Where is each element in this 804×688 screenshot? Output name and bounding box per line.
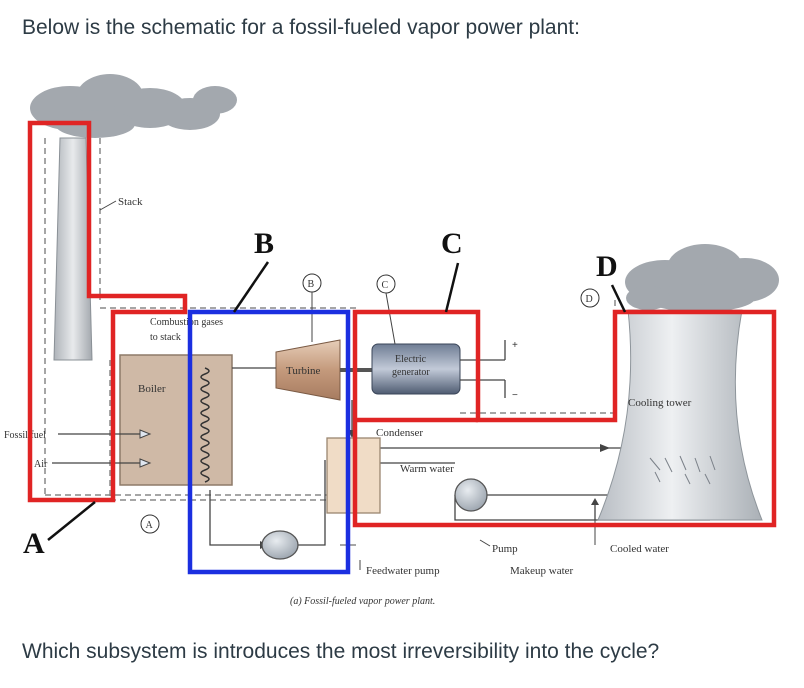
cooling-tower-spray <box>649 455 716 485</box>
svg-text:C: C <box>382 280 389 291</box>
electric-generator-label-1: Electric <box>395 354 427 365</box>
cooled-water-label: Cooled water <box>610 543 669 555</box>
combustion-gases-label-2: to stack <box>150 332 181 343</box>
svg-text:−: − <box>512 390 518 401</box>
subsystem-label-B: B <box>254 227 274 260</box>
turbine <box>275 339 341 401</box>
marker-B: B <box>302 273 322 342</box>
stack-smoke <box>30 74 237 138</box>
marker-D: D <box>580 288 600 308</box>
question-intro: Below is the schematic for a fossil-fuel… <box>22 16 580 39</box>
subsystem-label-D: D <box>596 250 618 283</box>
combustion-gases-label-1: Combustion gases <box>150 317 223 328</box>
figure-caption: (a) Fossil-fueled vapor power plant. <box>290 596 435 607</box>
boiler-coil <box>200 367 210 483</box>
cooling-pump <box>454 478 488 512</box>
cooling-tower-label: Cooling tower <box>628 397 692 409</box>
subsystem-label-C: C <box>441 227 463 260</box>
marker-A: A <box>140 514 160 534</box>
pump-label: Pump <box>492 543 518 555</box>
feedwater-pump-label: Feedwater pump <box>366 565 440 577</box>
makeup-water-label: Makeup water <box>510 565 574 577</box>
subsystem-A-outline <box>27 120 188 503</box>
turbine-label: Turbine <box>286 365 321 377</box>
subsystem-C-outline <box>352 309 777 528</box>
boiler-label: Boiler <box>138 383 166 395</box>
subsystem-B-outline <box>187 309 351 575</box>
air-label: Air <box>34 459 48 470</box>
marker-C: C <box>376 274 396 345</box>
electric-generator-label-2: generator <box>392 367 430 378</box>
subsystem-label-A: A <box>23 527 45 560</box>
cooling-tower <box>597 309 763 521</box>
feedwater-pump <box>261 530 299 560</box>
warm-water-label: Warm water <box>400 463 454 475</box>
svg-text:A: A <box>146 520 154 531</box>
stack-chimney <box>53 137 93 361</box>
boiler <box>119 354 233 486</box>
stack-label: Stack <box>118 196 143 208</box>
svg-text:+: + <box>512 340 518 351</box>
electric-generator <box>371 343 461 395</box>
svg-text:B: B <box>308 279 315 290</box>
fossil-fuel-label: Fossil fuel <box>4 430 46 441</box>
condenser-label: Condenser <box>376 427 423 439</box>
question-main: Which subsystem is introduces the most i… <box>22 640 660 663</box>
svg-text:D: D <box>586 294 593 305</box>
tower-steam <box>625 244 779 312</box>
